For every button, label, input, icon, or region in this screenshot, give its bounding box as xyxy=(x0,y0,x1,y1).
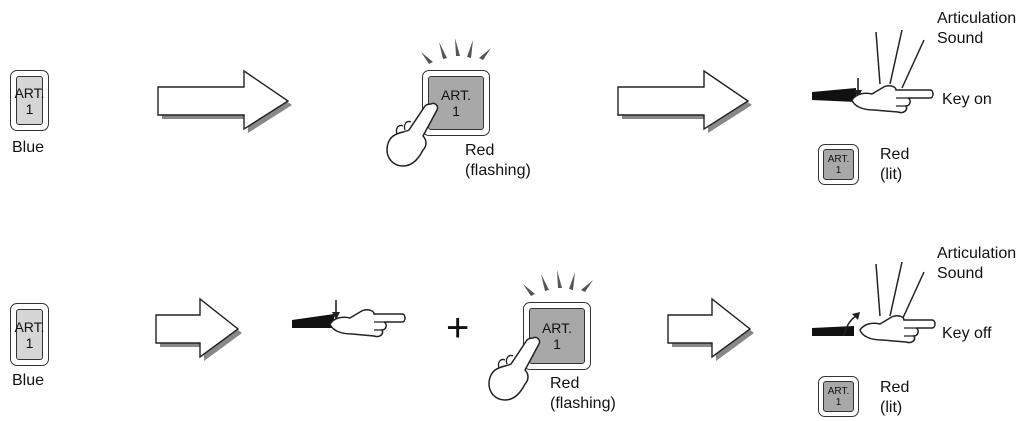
state-label-blue: Blue xyxy=(12,139,45,156)
art1-button-face: ART. 1 xyxy=(14,76,45,125)
right-arrow-icon xyxy=(617,69,752,133)
art1-button-lit[interactable]: ART. 1 xyxy=(818,144,859,185)
button-label-art: ART. xyxy=(827,153,850,165)
state-label-red-lit: Red (lit) xyxy=(880,145,909,185)
button-label-art: ART. xyxy=(827,385,850,397)
art1-button-face: ART. 1 xyxy=(823,149,854,180)
state-label-red-flashing: Red (flashing) xyxy=(465,141,531,181)
key-action-label: Key off xyxy=(942,325,992,342)
key-release-icon xyxy=(812,312,936,344)
button-label-art: ART. xyxy=(14,318,45,335)
state-label-line: (flashing) xyxy=(550,395,616,412)
button-label-number: 1 xyxy=(835,396,842,408)
right-arrow-icon xyxy=(155,297,242,361)
art1-button-flashing[interactable]: ART. 1 xyxy=(523,302,591,370)
flash-rays-icon xyxy=(523,270,593,296)
button-label-art: ART. xyxy=(14,84,45,101)
button-label-number: 1 xyxy=(25,334,34,351)
button-label-art: ART. xyxy=(440,87,472,103)
state-label-red-lit: Red (lit) xyxy=(880,378,909,418)
right-arrow-icon xyxy=(667,297,754,361)
label-line: Sound xyxy=(937,265,984,282)
state-label-red-flashing: Red (flashing) xyxy=(550,374,616,414)
button-label-number: 1 xyxy=(452,103,460,119)
state-label-line: Red xyxy=(880,146,910,163)
art1-button-face: ART. 1 xyxy=(14,309,45,360)
key-press-icon xyxy=(812,78,934,114)
sound-lines-icon xyxy=(875,29,925,89)
art1-button[interactable]: ART. 1 xyxy=(10,70,49,131)
key-press-icon xyxy=(292,300,406,338)
art1-button-face: ART. 1 xyxy=(529,308,585,364)
state-label-line: (flashing) xyxy=(465,162,531,179)
articulation-sound-label: Articulation Sound xyxy=(937,9,1016,49)
pressing-hand-icon xyxy=(386,102,439,167)
label-line: Articulation xyxy=(937,10,1017,27)
articulation-sound-label: Articulation Sound xyxy=(937,244,1016,284)
state-label-line: Red xyxy=(550,375,580,392)
sound-lines-icon xyxy=(875,261,925,321)
state-label-line: Red xyxy=(465,142,495,159)
state-label-line: (lit) xyxy=(880,166,903,183)
state-label-blue: Blue xyxy=(12,372,45,389)
art1-button-face: ART. 1 xyxy=(428,76,484,130)
label-line: Sound xyxy=(937,30,984,47)
art1-button-lit[interactable]: ART. 1 xyxy=(818,376,859,417)
key-action-label: Key on xyxy=(942,91,992,108)
right-arrow-icon xyxy=(157,69,292,133)
label-line: Articulation xyxy=(937,245,1017,262)
flash-rays-icon xyxy=(421,38,491,64)
art1-button[interactable]: ART. 1 xyxy=(10,303,49,366)
button-label-number: 1 xyxy=(835,164,842,176)
state-label-line: (lit) xyxy=(880,399,903,416)
art1-button-flashing[interactable]: ART. 1 xyxy=(422,70,490,136)
plus-sign: + xyxy=(446,306,470,350)
art1-button-face: ART. 1 xyxy=(823,381,854,412)
pressing-hand-icon xyxy=(488,336,541,401)
state-label-line: Red xyxy=(880,379,910,396)
button-label-number: 1 xyxy=(553,336,561,352)
button-label-number: 1 xyxy=(25,100,34,117)
button-label-art: ART. xyxy=(541,320,573,336)
